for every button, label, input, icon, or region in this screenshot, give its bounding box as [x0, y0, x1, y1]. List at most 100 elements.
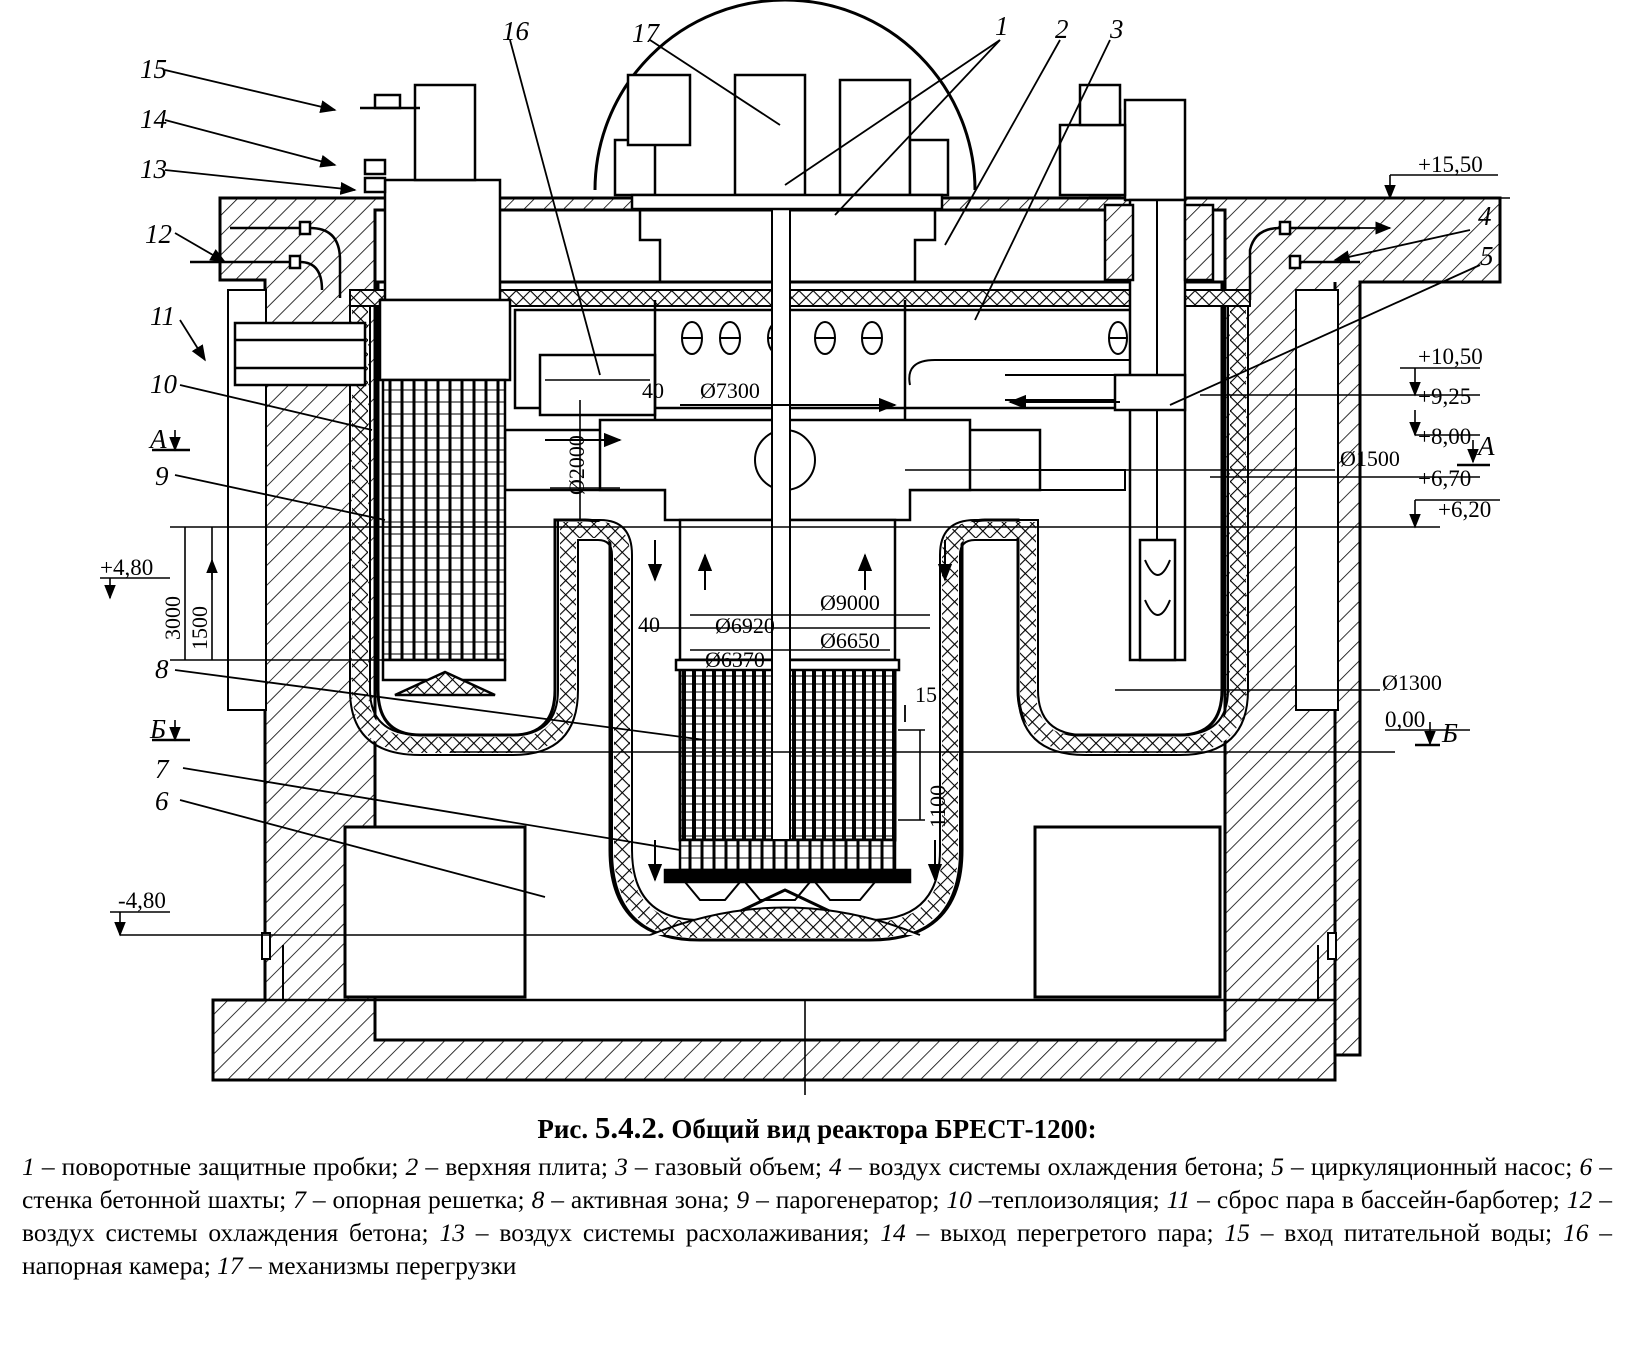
legend-item-number: 9	[736, 1185, 750, 1214]
dimension-labels: Ø7300 Ø9000 Ø6920 Ø6650 Ø6370 Ø1500 Ø130…	[160, 378, 1442, 828]
callout-7: 7	[155, 754, 170, 784]
callout-5: 5	[1480, 241, 1494, 271]
legend-item: 17 – механизмы перегрузки	[217, 1251, 516, 1280]
legend-item-text: – опорная решетка	[305, 1185, 518, 1214]
legend-item-number: 7	[293, 1185, 306, 1214]
dim-d1300: Ø1300	[1382, 670, 1442, 695]
callout-2: 2	[1055, 14, 1069, 44]
dim-d2000: Ø2000	[564, 435, 589, 495]
callout-numbers: 15 14 13 12 11 10 9 8 7 6 16 17 1 2 3 4 …	[140, 11, 1494, 816]
legend-item: 1 – поворотные защитные пробки	[22, 1152, 391, 1181]
section-labels: А А Б Б	[148, 424, 1495, 748]
dim-d6650: Ø6650	[820, 628, 880, 653]
legend-item-number: 1	[22, 1152, 35, 1181]
legend-item: 3 – газовый объем	[615, 1152, 815, 1181]
legend-item-number: 3	[615, 1152, 628, 1181]
legend-item-text: – воздух системы охлаждения бетона	[22, 1185, 1612, 1247]
legend-item: 9 – парогенератор	[736, 1185, 932, 1214]
legend-item: 4 – воздух системы охлаждения бетона	[829, 1152, 1257, 1181]
caption-number: 5.4.2.	[594, 1110, 665, 1145]
legend-item-text: – воздух системы расхолаживания	[464, 1218, 863, 1247]
legend-item-number: 14	[880, 1218, 906, 1247]
dim-d7300: Ø7300	[700, 378, 760, 403]
legend-item-text: – вход питательной воды	[1249, 1218, 1546, 1247]
legend-item: 11 – сброс пара в бассейн-барботер	[1167, 1185, 1553, 1214]
legend-item: 2 – верхняя плита	[406, 1152, 601, 1181]
elev-0-00: 0,00	[1385, 707, 1425, 732]
elev-10-50: +10,50	[1418, 344, 1483, 369]
legend-item-text: – напорная камера	[22, 1218, 1613, 1280]
legend-item: 8 – активная зона	[532, 1185, 723, 1214]
elev-6-20: +6,20	[1438, 497, 1491, 522]
elev-8-00: +8,00	[1418, 424, 1471, 449]
callout-11: 11	[150, 301, 175, 331]
legend-item-number: 12	[1566, 1185, 1593, 1214]
flow-arrows	[545, 394, 1120, 882]
legend-item-number: 13	[439, 1218, 465, 1247]
callout-16: 16	[502, 16, 530, 46]
legend-item-number: 16	[1562, 1218, 1589, 1247]
dim-40-lower: 40	[638, 612, 660, 637]
legend-item-number: 11	[1166, 1185, 1191, 1214]
dim-3000: 3000	[160, 596, 185, 640]
legend-item-text: – верхняя плита	[418, 1152, 601, 1181]
elev-6-70: +6,70	[1418, 466, 1471, 491]
legend-item-number: 15	[1224, 1218, 1250, 1247]
legend-item: 14 – выход перегретого пара	[880, 1218, 1206, 1247]
dim-d9000: Ø9000	[820, 590, 880, 615]
callout-9: 9	[155, 461, 169, 491]
legend-item: 5 – циркуляционный насос	[1271, 1152, 1565, 1181]
legend-item: 16 – напорная камера	[22, 1218, 1612, 1280]
dim-d6370: Ø6370	[705, 647, 765, 672]
legend-item-text: – поворотные защитные пробки	[34, 1152, 392, 1181]
legend-item-number: 6	[1579, 1152, 1593, 1181]
legend-item: 15 – вход питательной воды	[1224, 1218, 1545, 1247]
legend-item-text: – воздух системы охлаждения бетона	[841, 1152, 1258, 1181]
callout-14: 14	[140, 104, 167, 134]
elevation-labels: +15,50 +10,50 +9,25 +8,00 +6,70 +6,20 +4…	[100, 152, 1491, 913]
callout-4: 4	[1478, 201, 1492, 231]
legend-item-text: – выход перегретого пара	[905, 1218, 1207, 1247]
legend-item-number: 8	[531, 1185, 545, 1214]
section-a-left: А	[148, 424, 167, 454]
legend-item: 7 – опорная решетка	[293, 1185, 517, 1214]
elev-15-50: +15,50	[1418, 152, 1483, 177]
legend-item-number: 2	[405, 1152, 419, 1181]
caption-prefix: Рис.	[537, 1114, 589, 1144]
callout-10: 10	[150, 369, 178, 399]
callout-leaders	[164, 39, 1481, 898]
legend-item-number: 4	[829, 1152, 842, 1181]
section-b-left: Б	[149, 714, 166, 744]
top-equipment	[190, 0, 1360, 387]
callout-13: 13	[140, 154, 167, 184]
dim-1100: 1100	[925, 785, 950, 828]
dim-15: 15	[915, 682, 937, 707]
section-a-right: А	[1476, 431, 1495, 461]
legend-item: 6 – стенка бетонной шахты	[22, 1152, 1612, 1214]
legend-item: 12 – воздух системы охлаждения бетона	[22, 1185, 1612, 1247]
caption-title: Рис. 5.4.2. Общий вид реактора БРЕСТ-120…	[22, 1110, 1612, 1146]
figure-caption: Рис. 5.4.2. Общий вид реактора БРЕСТ-120…	[22, 1110, 1612, 1282]
legend-item-text: – сброс пара в бассейн-барботер	[1190, 1185, 1553, 1214]
dim-d1500: Ø1500	[1340, 446, 1400, 471]
legend-item-text: – активная зона	[544, 1185, 723, 1214]
elev-minus-4-80: -4,80	[118, 888, 166, 913]
reactor-drawing: 15 14 13 12 11 10 9 8 7 6 16 17 1 2 3 4 …	[100, 0, 1510, 1095]
callout-6: 6	[155, 786, 169, 816]
elev-4-80: +4,80	[100, 555, 153, 580]
legend-item-text: – циркуляционный насос	[1283, 1152, 1566, 1181]
legend-item-number: 5	[1271, 1152, 1284, 1181]
callout-3: 3	[1109, 14, 1124, 44]
elev-9-25: +9,25	[1418, 384, 1471, 409]
dim-1500: 1500	[187, 606, 212, 650]
legend-item-text: –теплоизоляция	[971, 1185, 1153, 1214]
legend-item-text: – механизмы перегрузки	[242, 1251, 517, 1280]
section-b-right: Б	[1441, 718, 1458, 748]
callout-8: 8	[155, 654, 169, 684]
legend-item-number: 17	[217, 1251, 243, 1280]
legend-item-text: – стенка бетонной шахты	[22, 1152, 1613, 1214]
legend-item: 10 –теплоизоляция	[946, 1185, 1152, 1214]
legend-item-number: 10	[946, 1185, 972, 1214]
callout-17: 17	[632, 18, 661, 48]
legend-text: 1 – поворотные защитные пробки; 2 – верх…	[22, 1152, 1613, 1280]
